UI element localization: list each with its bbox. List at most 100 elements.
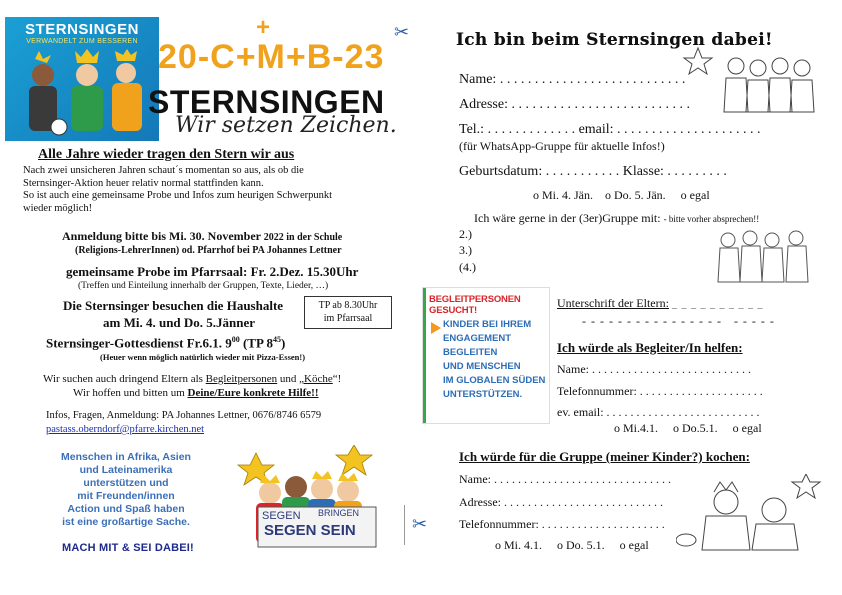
sticker-line-3: UND MENSCHEN — [443, 361, 521, 372]
helper-heading: Ich würde als Begleiter/In helfen: — [557, 340, 743, 355]
blue-line-1: Menschen in Afrika, Asien — [61, 451, 191, 463]
group-text: Ich wäre gerne in der (3er)Gruppe mit: — [474, 211, 664, 225]
group-line: Ich wäre gerne in der (3er)Gruppe mit: -… — [474, 211, 759, 226]
gottesdienst-close: ) — [280, 335, 286, 351]
scissors-icon: ✂ — [394, 22, 410, 42]
infos-line: Infos, Fragen, Anmeldung: PA Johannes Le… — [46, 410, 322, 421]
group-member-3[interactable]: 3.) — [459, 243, 472, 257]
anmeldung-school: 2022 in der Schule — [263, 232, 343, 243]
anmeldung-line-2: (Religions-LehrerInnen) od. Pfarrhof bei… — [75, 245, 342, 256]
sternsingen-logo: STERNSINGEN VERWANDELT ZUM BESSEREN — [5, 17, 159, 141]
blue-line-5: Action und Spaß haben — [67, 503, 185, 515]
hoffen-text: Wir hoffen und bitten um — [73, 387, 188, 399]
sticker-green-bar — [423, 288, 426, 423]
cook-day-options[interactable]: o Mi. 4.1. o Do. 5.1. o egal — [495, 538, 649, 552]
kings-sketch-illustration — [682, 46, 815, 113]
intro-heading: Alle Jahre wieder tragen den Stern wir a… — [38, 147, 295, 162]
gottesdienst-date: Sternsinger-Gottesdienst Fr.6.1. 9 — [46, 335, 232, 351]
cut-line — [404, 505, 405, 545]
sticker-line-2: ENGAGEMENT BEGLEITEN — [443, 333, 512, 358]
gottesdienst-tp-minutes: 45 — [272, 335, 281, 344]
sticker-line-1: KINDER BEI IHREM — [443, 319, 532, 330]
cmb-formula: 20-C+M+B-23 — [158, 38, 385, 76]
cook-phone-field[interactable]: Telefonnummer: . . . . . . . . . . . . .… — [459, 517, 665, 531]
signature-label: Unterschrift der Eltern: — [557, 296, 669, 310]
contact-email-link[interactable]: pastass.oberndorf@pfarre.kirchen.net — [46, 424, 205, 435]
banner-segen: SEGEN — [262, 510, 301, 522]
gottesdienst-minutes: 00 — [231, 335, 240, 344]
group-member-2[interactable]: 2.) — [459, 227, 472, 241]
brand-title: STERNSINGEN — [148, 84, 385, 120]
helper-day-options[interactable]: o Mi.4.1. o Do.5.1. o egal — [614, 421, 762, 435]
cooking-kids-sketch — [676, 474, 822, 551]
suchen-text: Wir suchen auch dringend Eltern als — [43, 373, 206, 385]
sticker-title: BEGLEITPERSONEN GESUCHT! — [429, 294, 521, 316]
address-field[interactable]: Adresse: . . . . . . . . . . . . . . . .… — [459, 97, 690, 112]
kids-banner-illustration — [236, 445, 377, 548]
tp-box-line-1: TP ab 8.30Uhr — [318, 300, 378, 311]
intro-line-4: wieder möglich! — [23, 202, 93, 214]
blue-line-3: unterstützen und — [83, 477, 169, 489]
tp-box: TP ab 8.30Uhr im Pfarrsaal — [304, 296, 392, 329]
name-field[interactable]: Name: . . . . . . . . . . . . . . . . . … — [459, 72, 686, 87]
suchen-line: Wir suchen auch dringend Eltern als Begl… — [43, 373, 341, 385]
signature-line[interactable]: Unterschrift der Eltern: _ _ _ _ _ _ _ _… — [557, 296, 763, 311]
star-outline-icon — [682, 46, 714, 76]
intro-line-1: Nach zwei unsicheren Jahren schaut´s mom… — [23, 165, 304, 176]
form-title: Ich bin beim Sternsingen dabei! — [456, 30, 773, 50]
crown-icon — [35, 51, 51, 63]
intro-text: Nach zwei unsicheren Jahren schaut´s mom… — [23, 165, 332, 215]
banner-bringen: BRINGEN — [318, 508, 360, 518]
koeche-word: „Köche — [299, 373, 333, 385]
whatsapp-note: (für WhatsApp-Gruppe für aktuelle Infos!… — [459, 139, 665, 153]
group-note: - bitte vorher absprechen!! — [663, 214, 760, 224]
cook-heading: Ich würde für die Gruppe (meiner Kinder?… — [459, 449, 750, 464]
tp-box-line-2: im Pfarrsaal — [323, 313, 373, 324]
hilfe-call: Deine/Eure konkrete Hilfe!! — [187, 387, 319, 399]
begleitpersonen-word: Begleitpersonen — [205, 373, 278, 385]
gottesdienst-tp: (TP 8 — [239, 335, 273, 351]
hoffen-line: Wir hoffen und bitten um Deine/Eure konk… — [73, 387, 319, 399]
tel-email-field[interactable]: Tel.: . . . . . . . . . . . . . email: .… — [459, 122, 761, 137]
mach-mit-slogan: MACH MIT & SEI DABEI! — [62, 542, 194, 554]
group-member-4[interactable]: (4.) — [459, 260, 476, 274]
logo-subtitle: VERWANDELT ZUM BESSEREN — [26, 38, 138, 45]
intro-line-3: So ist auch eine gemeinsame Probe und In… — [23, 190, 333, 201]
sticker-arrow-icon — [431, 322, 441, 334]
besuch-line-2: am Mi. 4. und Do. 5.Jänner — [103, 315, 256, 330]
helper-email-field[interactable]: ev. email: . . . . . . . . . . . . . . .… — [557, 405, 760, 419]
cook-name-field[interactable]: Name: . . . . . . . . . . . . . . . . . … — [459, 472, 671, 486]
sticker-line-4: IM GLOBALEN SÜDEN — [443, 375, 546, 386]
carolers-sketch-illustration — [717, 230, 809, 283]
anmeldung-line: Anmeldung bitte bis Mi. 30. November 202… — [62, 229, 342, 244]
children-illustration — [29, 49, 142, 136]
pizza-note: (Heuer wenn möglich natürlich wieder mit… — [100, 352, 306, 362]
helper-phone-field[interactable]: Telefonnummer: . . . . . . . . . . . . .… — [557, 384, 763, 398]
visit-day-options[interactable]: o Mi. 4. Jän. o Do. 5. Jän. o egal — [533, 188, 710, 202]
birthdate-class-field[interactable]: Geburtsdatum: . . . . . . . . . . . Klas… — [459, 164, 727, 179]
scissors-icon-bottom: ✂ — [412, 514, 428, 534]
banner-segen-sein: SEGEN SEIN — [264, 522, 356, 539]
sticker-line-5: UNTERSTÜTZEN. — [443, 389, 523, 400]
blue-line-6: ist eine großartige Sache. — [62, 516, 190, 528]
probe-line: gemeinsame Probe im Pfarrsaal: Fr. 2.Dez… — [66, 264, 359, 279]
blue-line-4: mit Freunden/innen — [77, 490, 175, 502]
blue-message: Menschen in Afrika, Asien und Lateinamer… — [28, 451, 224, 529]
sticker-body: KINDER BEI IHREM ENGAGEMENT BEGLEITEN UN… — [443, 318, 549, 402]
probe-sub: (Treffen und Einteilung innerhalb der Gr… — [78, 281, 329, 291]
logo-title: STERNSINGEN — [25, 21, 139, 38]
suchen-and: und — [277, 373, 300, 385]
cut-dash-line: - - - - - - - - - - - - - - - - - - - - … — [582, 314, 775, 328]
signature-underline: _ _ _ _ _ _ _ _ _ _ — [671, 299, 764, 310]
slogan: Wir setzen Zeichen. — [175, 113, 397, 138]
cook-address-field[interactable]: Adresse: . . . . . . . . . . . . . . . .… — [459, 495, 663, 509]
blue-line-2: und Lateinamerika — [79, 464, 173, 476]
anmeldung-date: Anmeldung bitte bis Mi. 30. November — [62, 229, 261, 243]
gottesdienst-line: Sternsinger-Gottesdienst Fr.6.1. 900 (TP… — [46, 335, 285, 351]
besuch-line-1: Die Sternsinger besuchen die Haushalte — [63, 298, 284, 313]
intro-line-2: Sternsinger-Aktion heuer relativ normal … — [23, 177, 264, 189]
plus-mark: + — [256, 14, 271, 41]
helper-name-field[interactable]: Name: . . . . . . . . . . . . . . . . . … — [557, 362, 751, 376]
helpers-wanted-sticker: BEGLEITPERSONEN GESUCHT! KINDER BEI IHRE… — [423, 288, 549, 423]
suchen-end: “! — [332, 373, 342, 385]
